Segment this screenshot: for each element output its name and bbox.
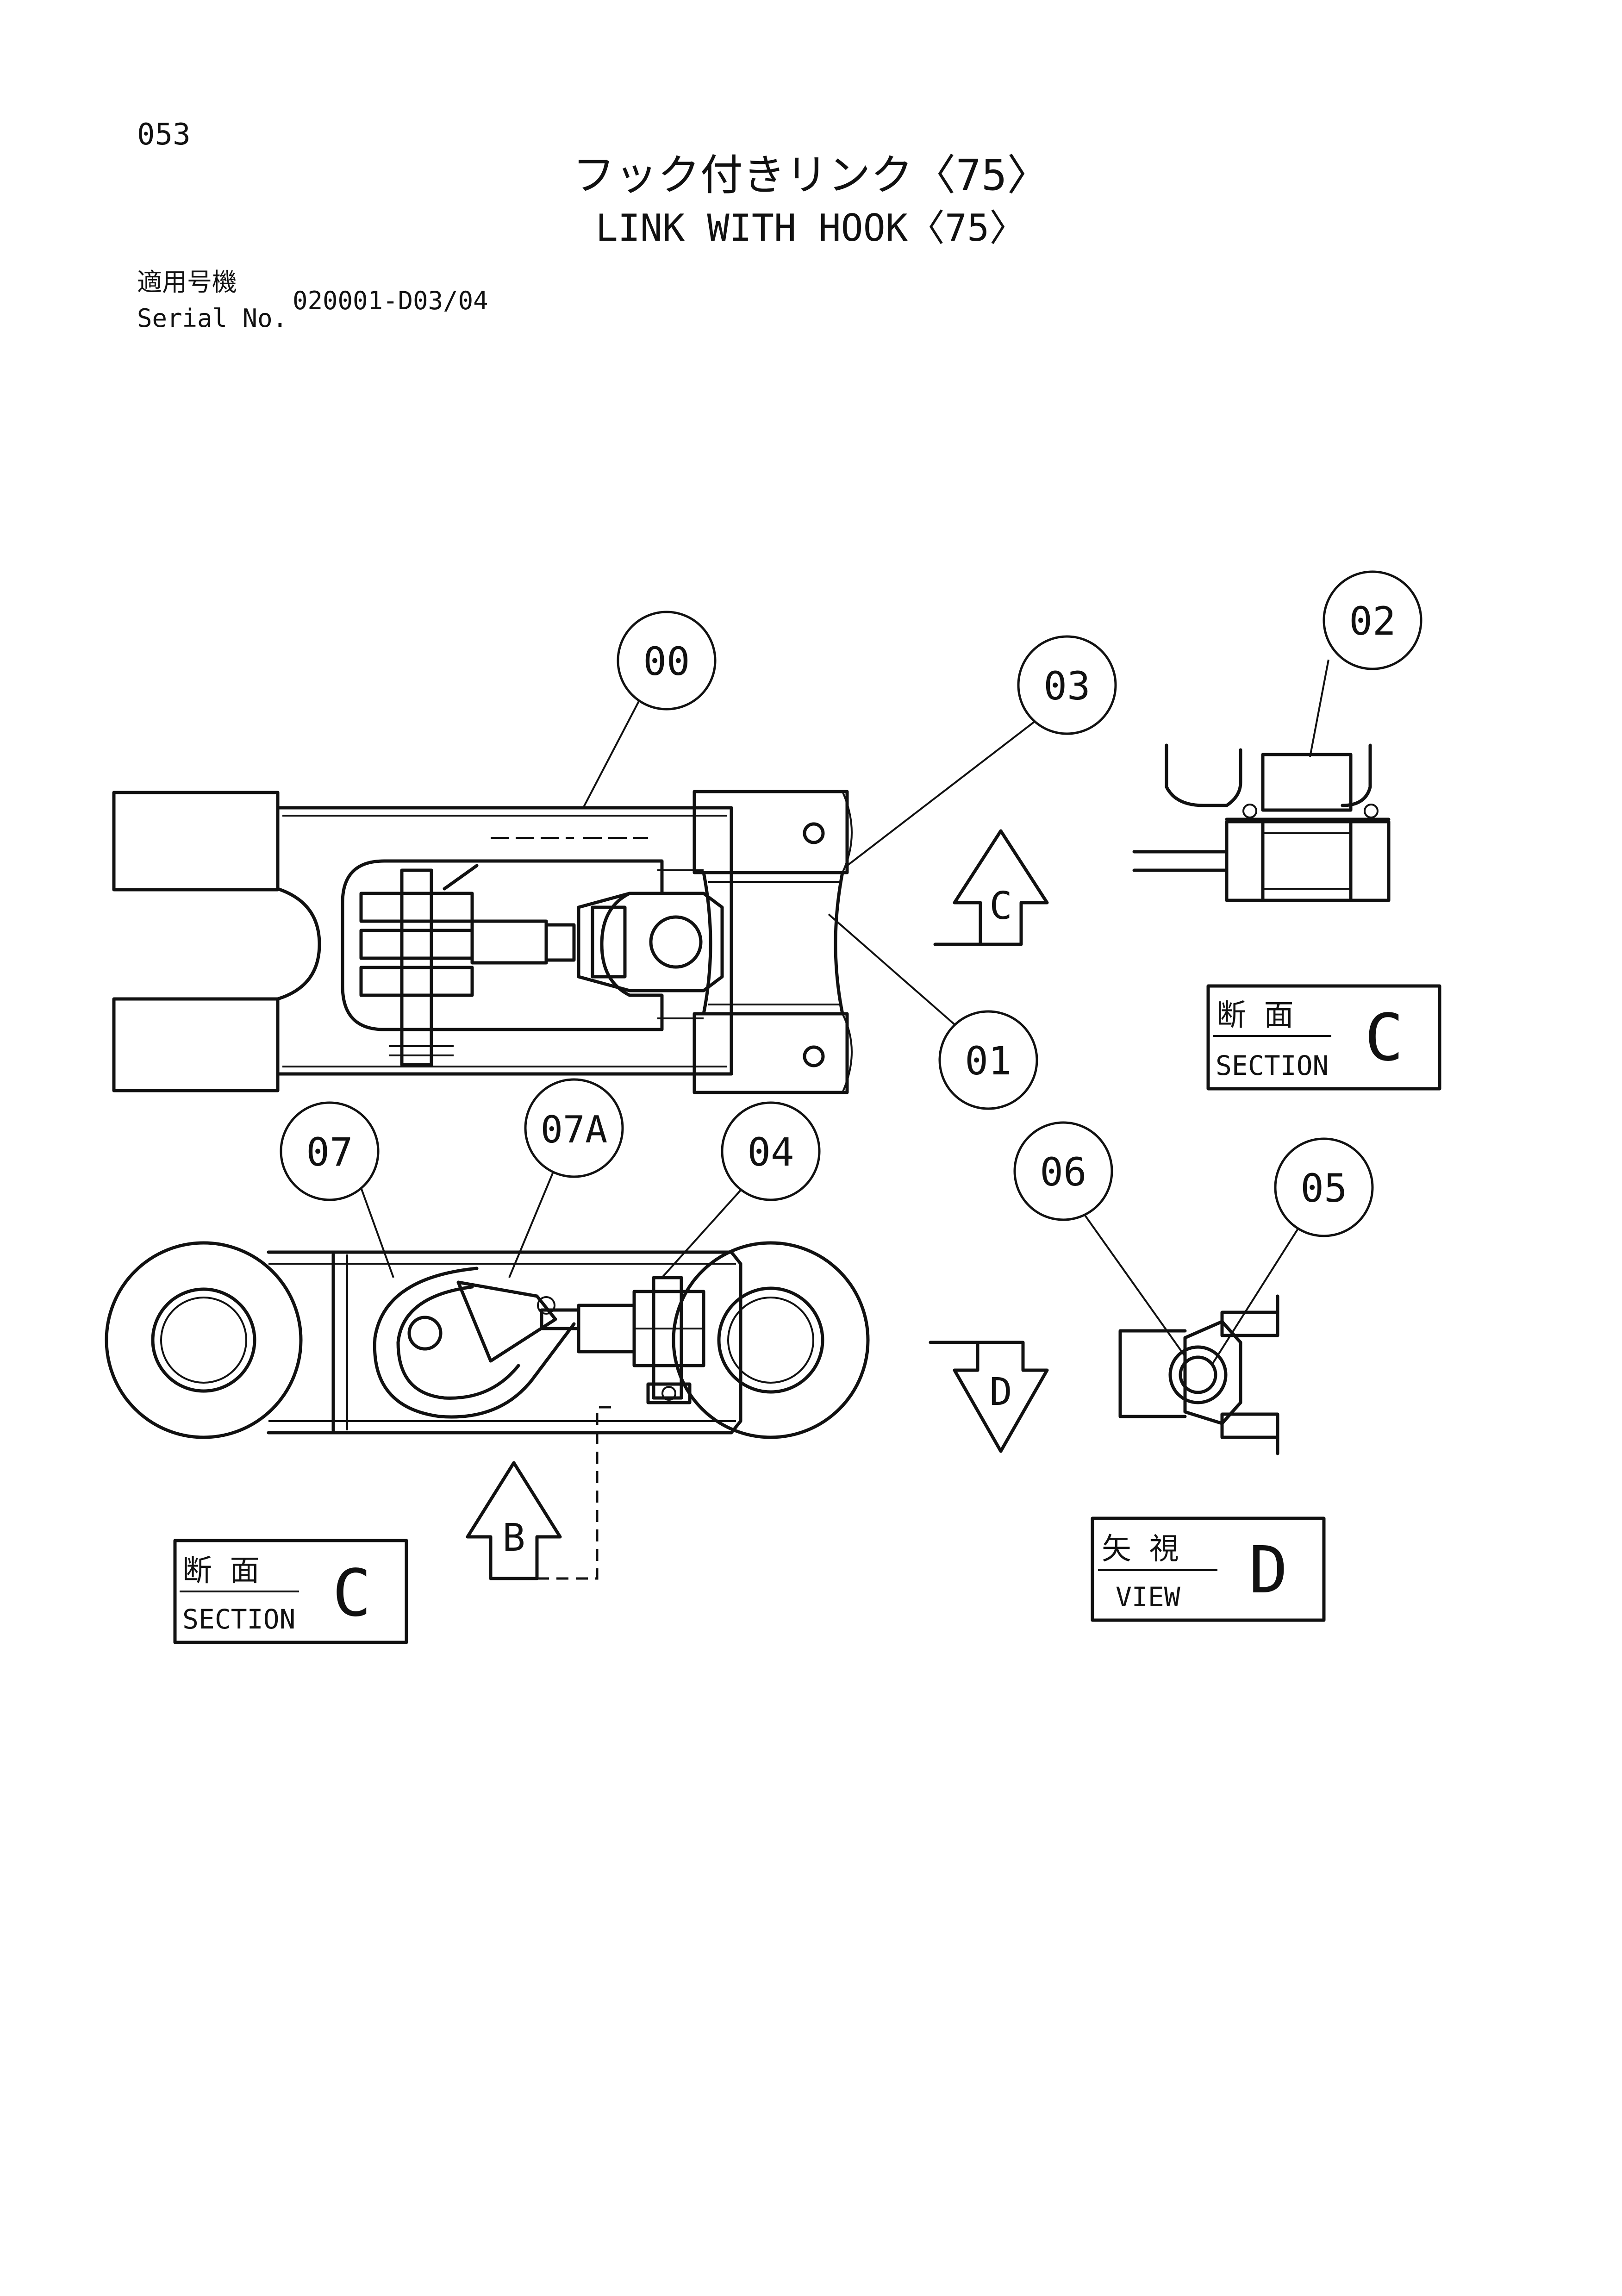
view-d-detail — [1118, 1294, 1279, 1455]
callout-04-label: 04 — [747, 1129, 794, 1175]
view-d-jp: 矢 視 — [1102, 1532, 1179, 1566]
callout-00[interactable]: 00 — [617, 611, 717, 711]
callout-03-label: 03 — [1043, 663, 1090, 709]
section-c-label-left: 断 面 SECTION C — [173, 1539, 408, 1644]
link-main-frame — [276, 806, 733, 1076]
view-d-label: 矢 視 VIEW D — [1091, 1516, 1326, 1622]
link-inner-cavity — [341, 859, 664, 1031]
callout-05-label: 05 — [1300, 1166, 1347, 1211]
view-arrow-d-letter: D — [989, 1370, 1012, 1414]
section-c-right-en: SECTION — [1216, 1050, 1329, 1081]
callout-02-label: 02 — [1349, 599, 1396, 644]
link-shaft — [470, 919, 548, 965]
callout-01-label: 01 — [965, 1038, 1011, 1084]
link-end-block-lower — [112, 997, 280, 1092]
callout-05[interactable]: 05 — [1274, 1137, 1374, 1237]
link-pivot-pin — [649, 915, 703, 969]
title-japanese: フック付きリンク〈75〉 — [573, 150, 1050, 200]
bushing-housing-lower — [692, 1012, 849, 1094]
callout-06-label: 06 — [1040, 1149, 1086, 1195]
callout-00-label: 00 — [643, 639, 690, 684]
link-side-body — [267, 1250, 742, 1435]
view-arrow-b: B — [466, 1406, 611, 1580]
view-arrow-c-letter: C — [989, 884, 1012, 928]
link-end-block-upper — [112, 791, 280, 892]
view-arrow-b-letter: B — [502, 1516, 525, 1560]
serial-number-value: 020001-D03/04 — [293, 286, 488, 315]
view-arrow-d: D — [929, 1341, 1049, 1453]
view-arrow-c: C — [933, 829, 1049, 946]
link-side-view — [105, 1241, 870, 1439]
title-english: LINK WITH HOOK〈75〉 — [596, 206, 1027, 250]
link-pivot-block — [577, 892, 724, 992]
callout-06[interactable]: 06 — [1013, 1121, 1113, 1221]
clevis-pin — [652, 1276, 683, 1400]
callout-07a-label: 07A — [541, 1108, 608, 1151]
grease-fitting-lower — [803, 1045, 825, 1067]
callout-04[interactable]: 04 — [721, 1101, 821, 1201]
callout-01[interactable]: 01 — [938, 1010, 1038, 1110]
view-d-letter: D — [1249, 1533, 1288, 1608]
section-c-right-jp: 断 面 — [1216, 998, 1294, 1033]
serial-label-japanese: 適用号機 — [137, 268, 237, 297]
view-d-en: VIEW — [1116, 1581, 1180, 1613]
section-c-detail — [1132, 743, 1391, 902]
link-left-eye — [105, 1241, 303, 1439]
link-top-view — [112, 790, 853, 1094]
section-c-left-jp: 断 面 — [182, 1554, 260, 1588]
grease-fitting-upper — [803, 822, 825, 844]
section-c-label-right: 断 面 SECTION C — [1206, 984, 1441, 1091]
hook-swivel — [577, 1304, 636, 1354]
leader-lines — [358, 659, 1329, 1364]
callout-07[interactable]: 07 — [280, 1101, 380, 1201]
section-c-left-en: SECTION — [182, 1603, 295, 1635]
view-d-pin-head — [1168, 1345, 1228, 1404]
link-pin-bolt — [400, 868, 433, 1067]
callout-03[interactable]: 03 — [1017, 635, 1117, 735]
callout-02[interactable]: 02 — [1323, 570, 1422, 670]
callout-07-label: 07 — [306, 1129, 353, 1175]
serial-label-english: Serial No. — [137, 304, 287, 333]
callout-07a[interactable]: 07A — [524, 1078, 624, 1178]
section-c-right-letter: C — [1365, 1000, 1404, 1076]
link-right-eye — [672, 1241, 870, 1439]
hook-body — [373, 1267, 576, 1419]
section-c-bushing — [1261, 753, 1353, 812]
bushing-sleeve — [702, 871, 844, 1016]
hook-latch — [456, 1280, 557, 1363]
section-c-left-letter: C — [332, 1556, 371, 1631]
hook-latch-pin — [407, 1316, 443, 1351]
page-number: 053 — [137, 118, 191, 152]
